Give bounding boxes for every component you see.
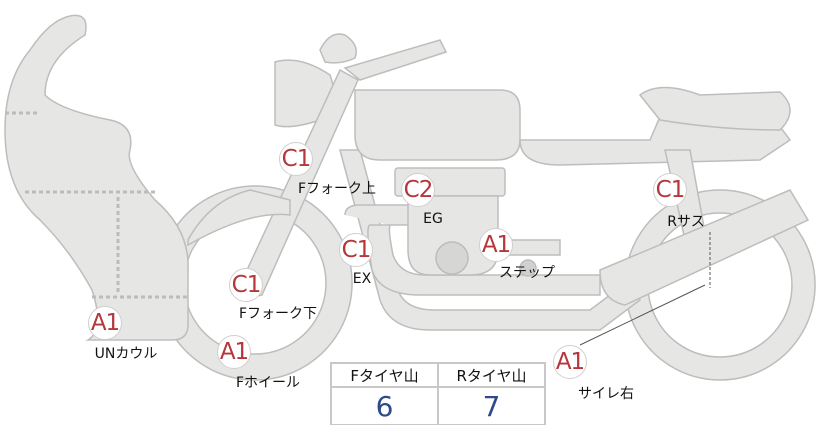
part-label-front-fork-upper: Fフォーク上 bbox=[297, 181, 377, 197]
tire-tread-table: Fタイヤ山 Rタイヤ山 6 7 bbox=[330, 362, 546, 425]
rear-tire-header: Rタイヤ山 bbox=[437, 362, 546, 388]
part-label-under-cowl: UNカウル bbox=[94, 346, 158, 362]
part-label-rear-suspension: Rサス bbox=[667, 214, 705, 230]
front-tire-header: Fタイヤ山 bbox=[330, 362, 439, 388]
grade-marker-rear-suspension[interactable]: C1 bbox=[653, 173, 687, 207]
grade-marker-silencer-right[interactable]: A1 bbox=[553, 345, 587, 379]
grade-marker-under-cowl[interactable]: A1 bbox=[88, 306, 122, 340]
grade-marker-front-fork-lower[interactable]: C1 bbox=[229, 268, 263, 302]
exhaust-pipe bbox=[344, 204, 601, 296]
grade-marker-front-wheel[interactable]: A1 bbox=[217, 335, 251, 369]
front-tire-value: 6 bbox=[330, 386, 439, 425]
grade-marker-engine[interactable]: C2 bbox=[401, 173, 435, 207]
part-label-silencer-right: サイレ右 bbox=[578, 386, 634, 402]
grade-marker-exhaust[interactable]: C1 bbox=[339, 233, 373, 267]
part-label-step: ステップ bbox=[499, 265, 555, 281]
under-cowl bbox=[4, 14, 189, 341]
grade-marker-front-fork-upper[interactable]: C1 bbox=[279, 142, 313, 176]
fuel-tank bbox=[354, 89, 521, 161]
muffler bbox=[599, 189, 810, 306]
rear-wheel bbox=[624, 189, 816, 381]
part-label-exhaust: EX bbox=[352, 271, 372, 287]
part-label-engine: EG bbox=[423, 211, 443, 227]
grade-marker-step[interactable]: A1 bbox=[479, 228, 513, 262]
rear-tire-value: 7 bbox=[437, 386, 546, 425]
part-label-front-fork-lower: Fフォーク下 bbox=[238, 306, 318, 322]
part-label-front-wheel: Fホイール bbox=[235, 375, 301, 391]
